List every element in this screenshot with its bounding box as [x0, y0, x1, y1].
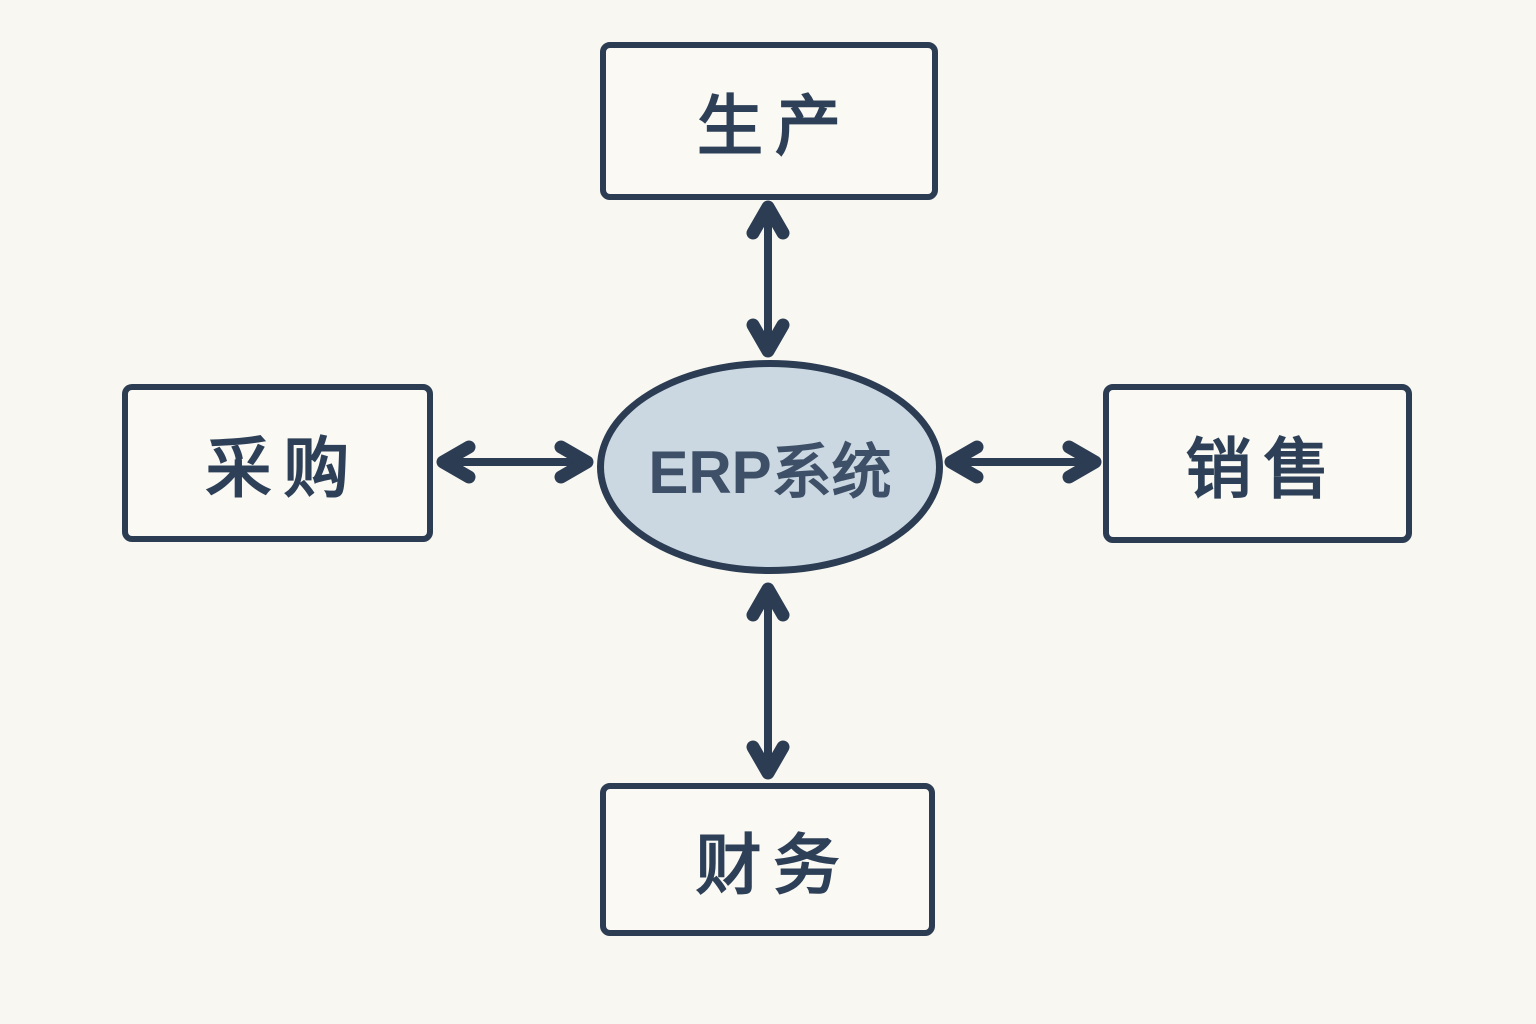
node-erp-system-label: ERP系统	[648, 438, 892, 506]
node-finance: 财务	[600, 783, 935, 936]
arrow-erp-production-icon	[746, 200, 790, 358]
arrow-erp-procurement-icon	[436, 440, 594, 484]
node-sales: 销售	[1103, 384, 1412, 543]
node-procurement: 采购	[122, 384, 433, 542]
node-procurement-label: 采购	[205, 431, 362, 505]
node-erp-system: ERP系统	[597, 360, 943, 574]
node-production: 生产	[600, 42, 938, 200]
node-finance-label: 财务	[695, 827, 852, 902]
arrow-erp-finance-icon	[746, 582, 790, 780]
node-production-label: 生产	[697, 89, 853, 163]
arrow-erp-sales-icon	[944, 440, 1102, 484]
node-sales-label: 销售	[1185, 431, 1342, 506]
